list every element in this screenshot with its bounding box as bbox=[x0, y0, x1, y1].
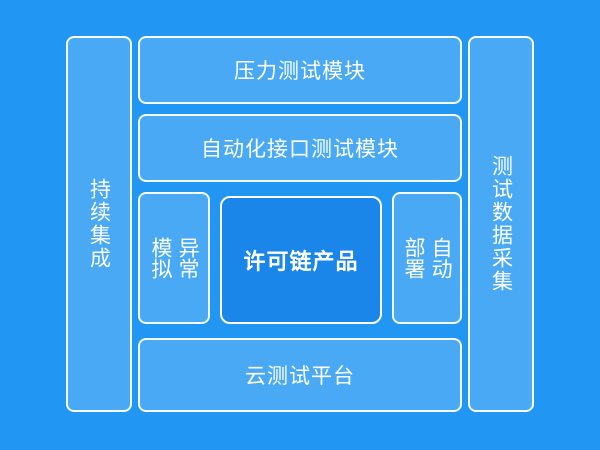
auto-deploy-label-col2: 部署 bbox=[402, 237, 426, 279]
permissioned-chain-product-block: 许可链产品 bbox=[220, 196, 382, 324]
test-data-collection-label: 测试数据采集 bbox=[489, 155, 514, 293]
automated-api-test-module-block: 自动化接口测试模块 bbox=[138, 114, 462, 182]
automated-api-test-module-label: 自动化接口测试模块 bbox=[201, 137, 399, 161]
exception-simulation-label-col1: 异常 bbox=[176, 237, 201, 279]
stress-test-module-label: 压力测试模块 bbox=[234, 59, 366, 83]
continuous-integration-label: 持续集成 bbox=[87, 178, 112, 270]
auto-deploy-block: 自动 部署 bbox=[392, 192, 462, 324]
exception-simulation-text: 异常 模拟 bbox=[149, 237, 201, 279]
auto-deploy-text: 自动 部署 bbox=[402, 237, 454, 279]
test-data-collection-block: 测试数据采集 bbox=[468, 36, 534, 412]
permissioned-chain-product-label: 许可链产品 bbox=[243, 250, 359, 275]
cloud-test-platform-label: 云测试平台 bbox=[245, 364, 355, 388]
exception-simulation-label-col2: 模拟 bbox=[149, 237, 173, 279]
exception-simulation-block: 异常 模拟 bbox=[138, 192, 210, 324]
continuous-integration-block: 持续集成 bbox=[66, 36, 132, 412]
auto-deploy-label-col1: 自动 bbox=[429, 237, 454, 279]
stress-test-module-block: 压力测试模块 bbox=[138, 36, 462, 104]
cloud-test-platform-block: 云测试平台 bbox=[138, 338, 462, 412]
